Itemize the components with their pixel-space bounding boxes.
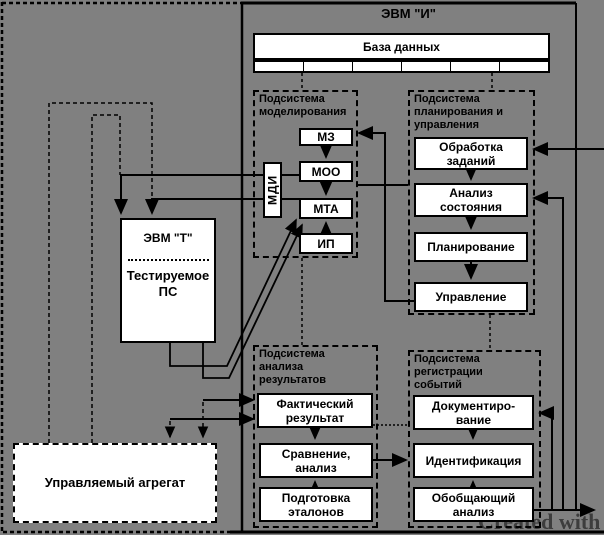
documentation-box: Документиро- вание — [413, 395, 534, 430]
tested-ps-label: Тестируемое ПС — [126, 268, 210, 299]
ip-box: ИП — [299, 233, 353, 254]
database-box: База данных — [253, 33, 550, 60]
analysis-subsystem-box: Подсистема анализа результатов — [253, 345, 378, 528]
analysis-subsystem-label: Подсистема анализа результатов — [259, 348, 327, 386]
evmt-to-mta-bus — [169, 218, 303, 379]
generalizing-analysis-box: Обобщающий анализ — [413, 487, 534, 522]
registration-subsystem-box: Подсистема регистрации событий — [408, 350, 541, 528]
evm-t-box: ЭВМ "Т" Тестируемое ПС — [120, 218, 216, 343]
etalon-preparation-box: Подготовка эталонов — [259, 487, 373, 522]
mz-box: МЗ — [299, 128, 353, 146]
mdi-box: МДИ — [263, 162, 282, 218]
mta-box: МТА — [299, 198, 353, 219]
evm-i-frame — [230, 1, 604, 534]
analysis-arrows — [308, 424, 408, 496]
to-aggregate-arrows — [164, 402, 209, 439]
state-analysis-box: Анализ состояния — [414, 183, 528, 217]
database-cell — [451, 62, 500, 71]
evm-i-title: ЭВМ "И" — [381, 6, 436, 21]
dashed-links — [301, 73, 493, 350]
database-cell — [402, 62, 451, 71]
database-cell — [500, 62, 548, 71]
evm-t-title: ЭВМ "Т" — [143, 231, 193, 245]
actual-result-box: Фактический результат — [257, 393, 373, 428]
control-box: Управление — [414, 282, 528, 312]
registration-subsystem-label: Подсистема регистрации событий — [414, 353, 483, 391]
control-to-mz-line — [357, 126, 414, 302]
modeling-subsystem-box: Подсистема моделирования — [253, 90, 358, 258]
identification-box: Идентификация — [413, 443, 534, 478]
database-cells — [253, 60, 550, 73]
aggregate-feedback-dashed — [48, 102, 153, 443]
mdi-links — [114, 174, 299, 215]
database-cell — [255, 62, 304, 71]
general-output-lines — [532, 191, 596, 517]
moo-box: МОО — [299, 161, 353, 182]
planning-box: Планирование — [414, 232, 528, 262]
database-cell — [304, 62, 353, 71]
job-processing-box: Обработка заданий — [414, 137, 528, 170]
modeling-subsystem-label: Подсистема моделирования — [259, 93, 347, 118]
comparison-box: Сравнение, анализ — [259, 443, 373, 478]
evmt-to-fact-arrows — [170, 393, 255, 426]
database-cell — [353, 62, 402, 71]
outer-dashed-frame — [0, 1, 241, 534]
evm-t-divider — [128, 259, 209, 261]
controlled-aggregate-box: Управляемый агрегат — [13, 443, 217, 523]
planning-subsystem-label: Подсистема планирования и управления — [414, 93, 503, 131]
